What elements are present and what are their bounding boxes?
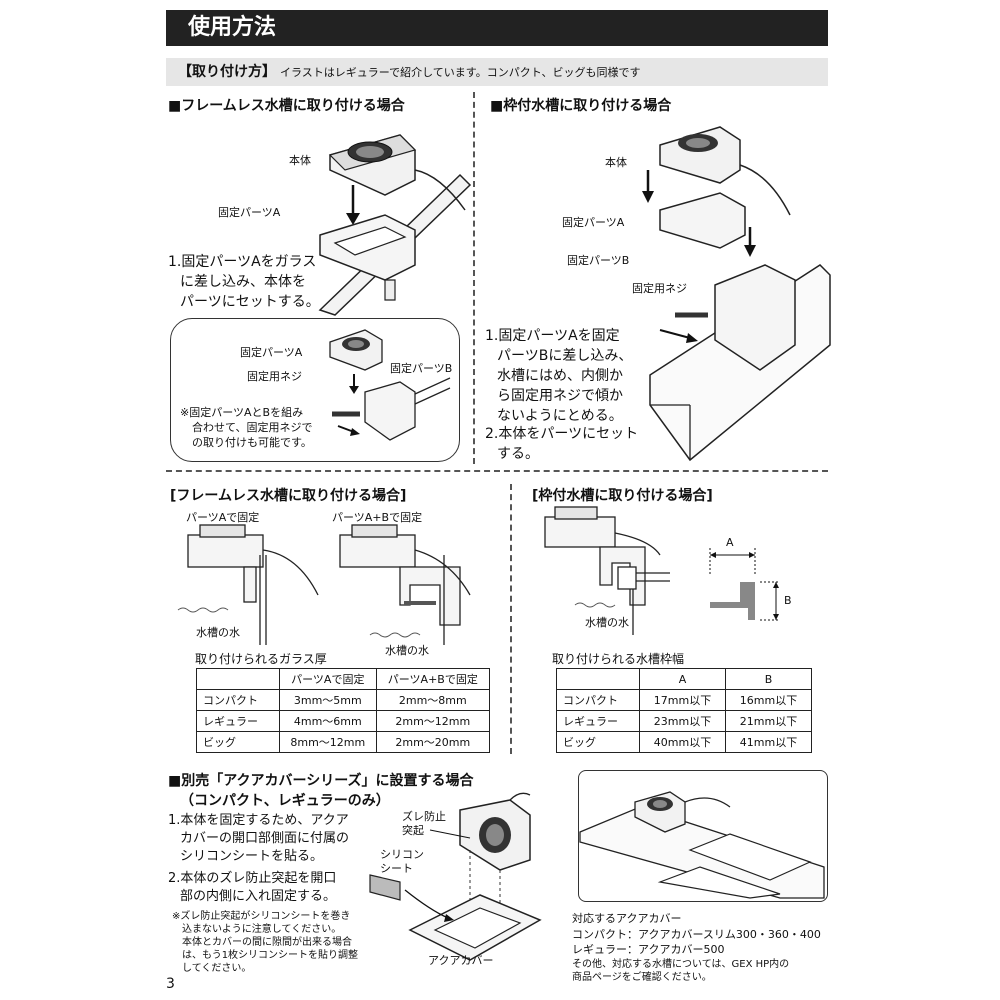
aquacover-heading: ■別売「アクアカバーシリーズ」に設置する場合: [168, 773, 474, 789]
frameless-label-body: 本体: [289, 154, 311, 167]
compat-compact: コンパクト：アクアカバースリム300・360・400: [572, 928, 821, 941]
subtitle-label: 【取り付け方】: [178, 64, 276, 80]
subtitle-text: イラストはレギュラーで紹介しています。コンパクト、ビッグも同様です: [280, 66, 641, 79]
aquacover-inset-illustration: [579, 791, 825, 899]
aquacover-illustration: [369, 792, 542, 961]
glass-thickness-title: 取り付けられるガラス厚: [195, 652, 327, 666]
frameless-label-partA: 固定パーツA: [218, 206, 281, 219]
frame-dimension-diagram: [709, 548, 780, 621]
aquacover-step-2: 2.本体のズレ防止突起を開口 部の内側に入れ固定する。: [168, 871, 337, 904]
compat-title: 対応するアクアカバー: [572, 912, 682, 925]
table-header-row: A B: [556, 668, 812, 690]
framed-heading: ■枠付水槽に取り付ける場合: [490, 98, 672, 114]
aquacover-step-1: 1.本体を固定するため、アクア カバーの開口部側面に付属の シリコンシートを貼る…: [168, 813, 350, 864]
inset-label-screw: 固定用ネジ: [247, 370, 302, 383]
aquacover-subheading: （コンパクト、レギュラーのみ）: [180, 793, 390, 809]
compat-regular: レギュラー：アクアカバー500: [572, 943, 725, 956]
framed-label-partB: 固定パーツB: [567, 254, 630, 267]
framed-detail-water: 水槽の水: [585, 616, 629, 629]
label-silicone-sheet: シリコン シート: [380, 848, 424, 875]
divider-horizontal: [166, 470, 828, 472]
frameless-inset-box: [170, 318, 460, 462]
dimension-label-a: A: [726, 536, 734, 549]
frameless-detail-heading: [フレームレス水槽に取り付ける場合]: [170, 488, 407, 504]
frameless-heading: ■フレームレス水槽に取り付ける場合: [168, 98, 405, 114]
aquacover-note: ※ズレ防止突起がシリコンシートを巻き 込まないように注意してください。 本体とカ…: [172, 911, 359, 974]
framed-illustration: [642, 126, 831, 462]
framed-label-screw: 固定用ネジ: [632, 282, 687, 295]
inset-note: ※固定パーツAとBを組み 合わせて、固定用ネジで の取り付けも可能です。: [180, 406, 313, 449]
inset-illustration: [329, 329, 451, 441]
label-protrusion: ズレ防止 突起: [402, 810, 446, 837]
page-title: 使用方法: [166, 10, 828, 46]
framed-detail-heading: [枠付水槽に取り付ける場合]: [532, 488, 713, 504]
dimension-label-b: B: [784, 594, 792, 607]
divider-vertical-top: [473, 92, 475, 464]
frame-width-title: 取り付けられる水槽枠幅: [552, 652, 685, 666]
divider-vertical-mid: [510, 484, 512, 754]
frameless-detail-water-2: 水槽の水: [385, 644, 429, 657]
inset-label-partA: 固定パーツA: [240, 346, 303, 359]
table-header-row: パーツAで固定 パーツA+Bで固定: [196, 668, 491, 690]
page-number: 3: [166, 976, 175, 992]
framed-label-body: 本体: [605, 156, 627, 169]
frameless-detail-diagram-ab: [339, 524, 471, 645]
frameless-detail-diagram-a: [177, 524, 319, 645]
frameless-detail-water-1: 水槽の水: [196, 626, 240, 639]
frameless-step-1: 1.固定パーツAをガラス に差し込み、本体を パーツにセットする。: [168, 254, 320, 310]
framed-label-partA: 固定パーツA: [562, 216, 625, 229]
aquacover-inset-box: [578, 770, 828, 902]
framed-step-2: 2.本体をパーツにセット する。: [485, 426, 639, 462]
frameless-illustration: [318, 134, 472, 316]
compat-note: その他、対応する水槽については、GEX HP内の 商品ページをご確認ください。: [572, 959, 790, 983]
frameless-detail-label-a: パーツAで固定: [186, 511, 260, 524]
label-aquacover: アクアカバー: [428, 954, 494, 967]
subtitle-bar: 【取り付け方】イラストはレギュラーで紹介しています。コンパクト、ビッグも同様です: [166, 58, 828, 86]
framed-step-1: 1.固定パーツAを固定 パーツBに差し込み、 水槽にはめ、内側か ら固定用ネジで…: [485, 328, 633, 424]
inset-label-partB: 固定パーツB: [390, 362, 453, 375]
frameless-detail-label-ab: パーツA+Bで固定: [332, 511, 423, 524]
framed-detail-diagram: [544, 506, 670, 635]
